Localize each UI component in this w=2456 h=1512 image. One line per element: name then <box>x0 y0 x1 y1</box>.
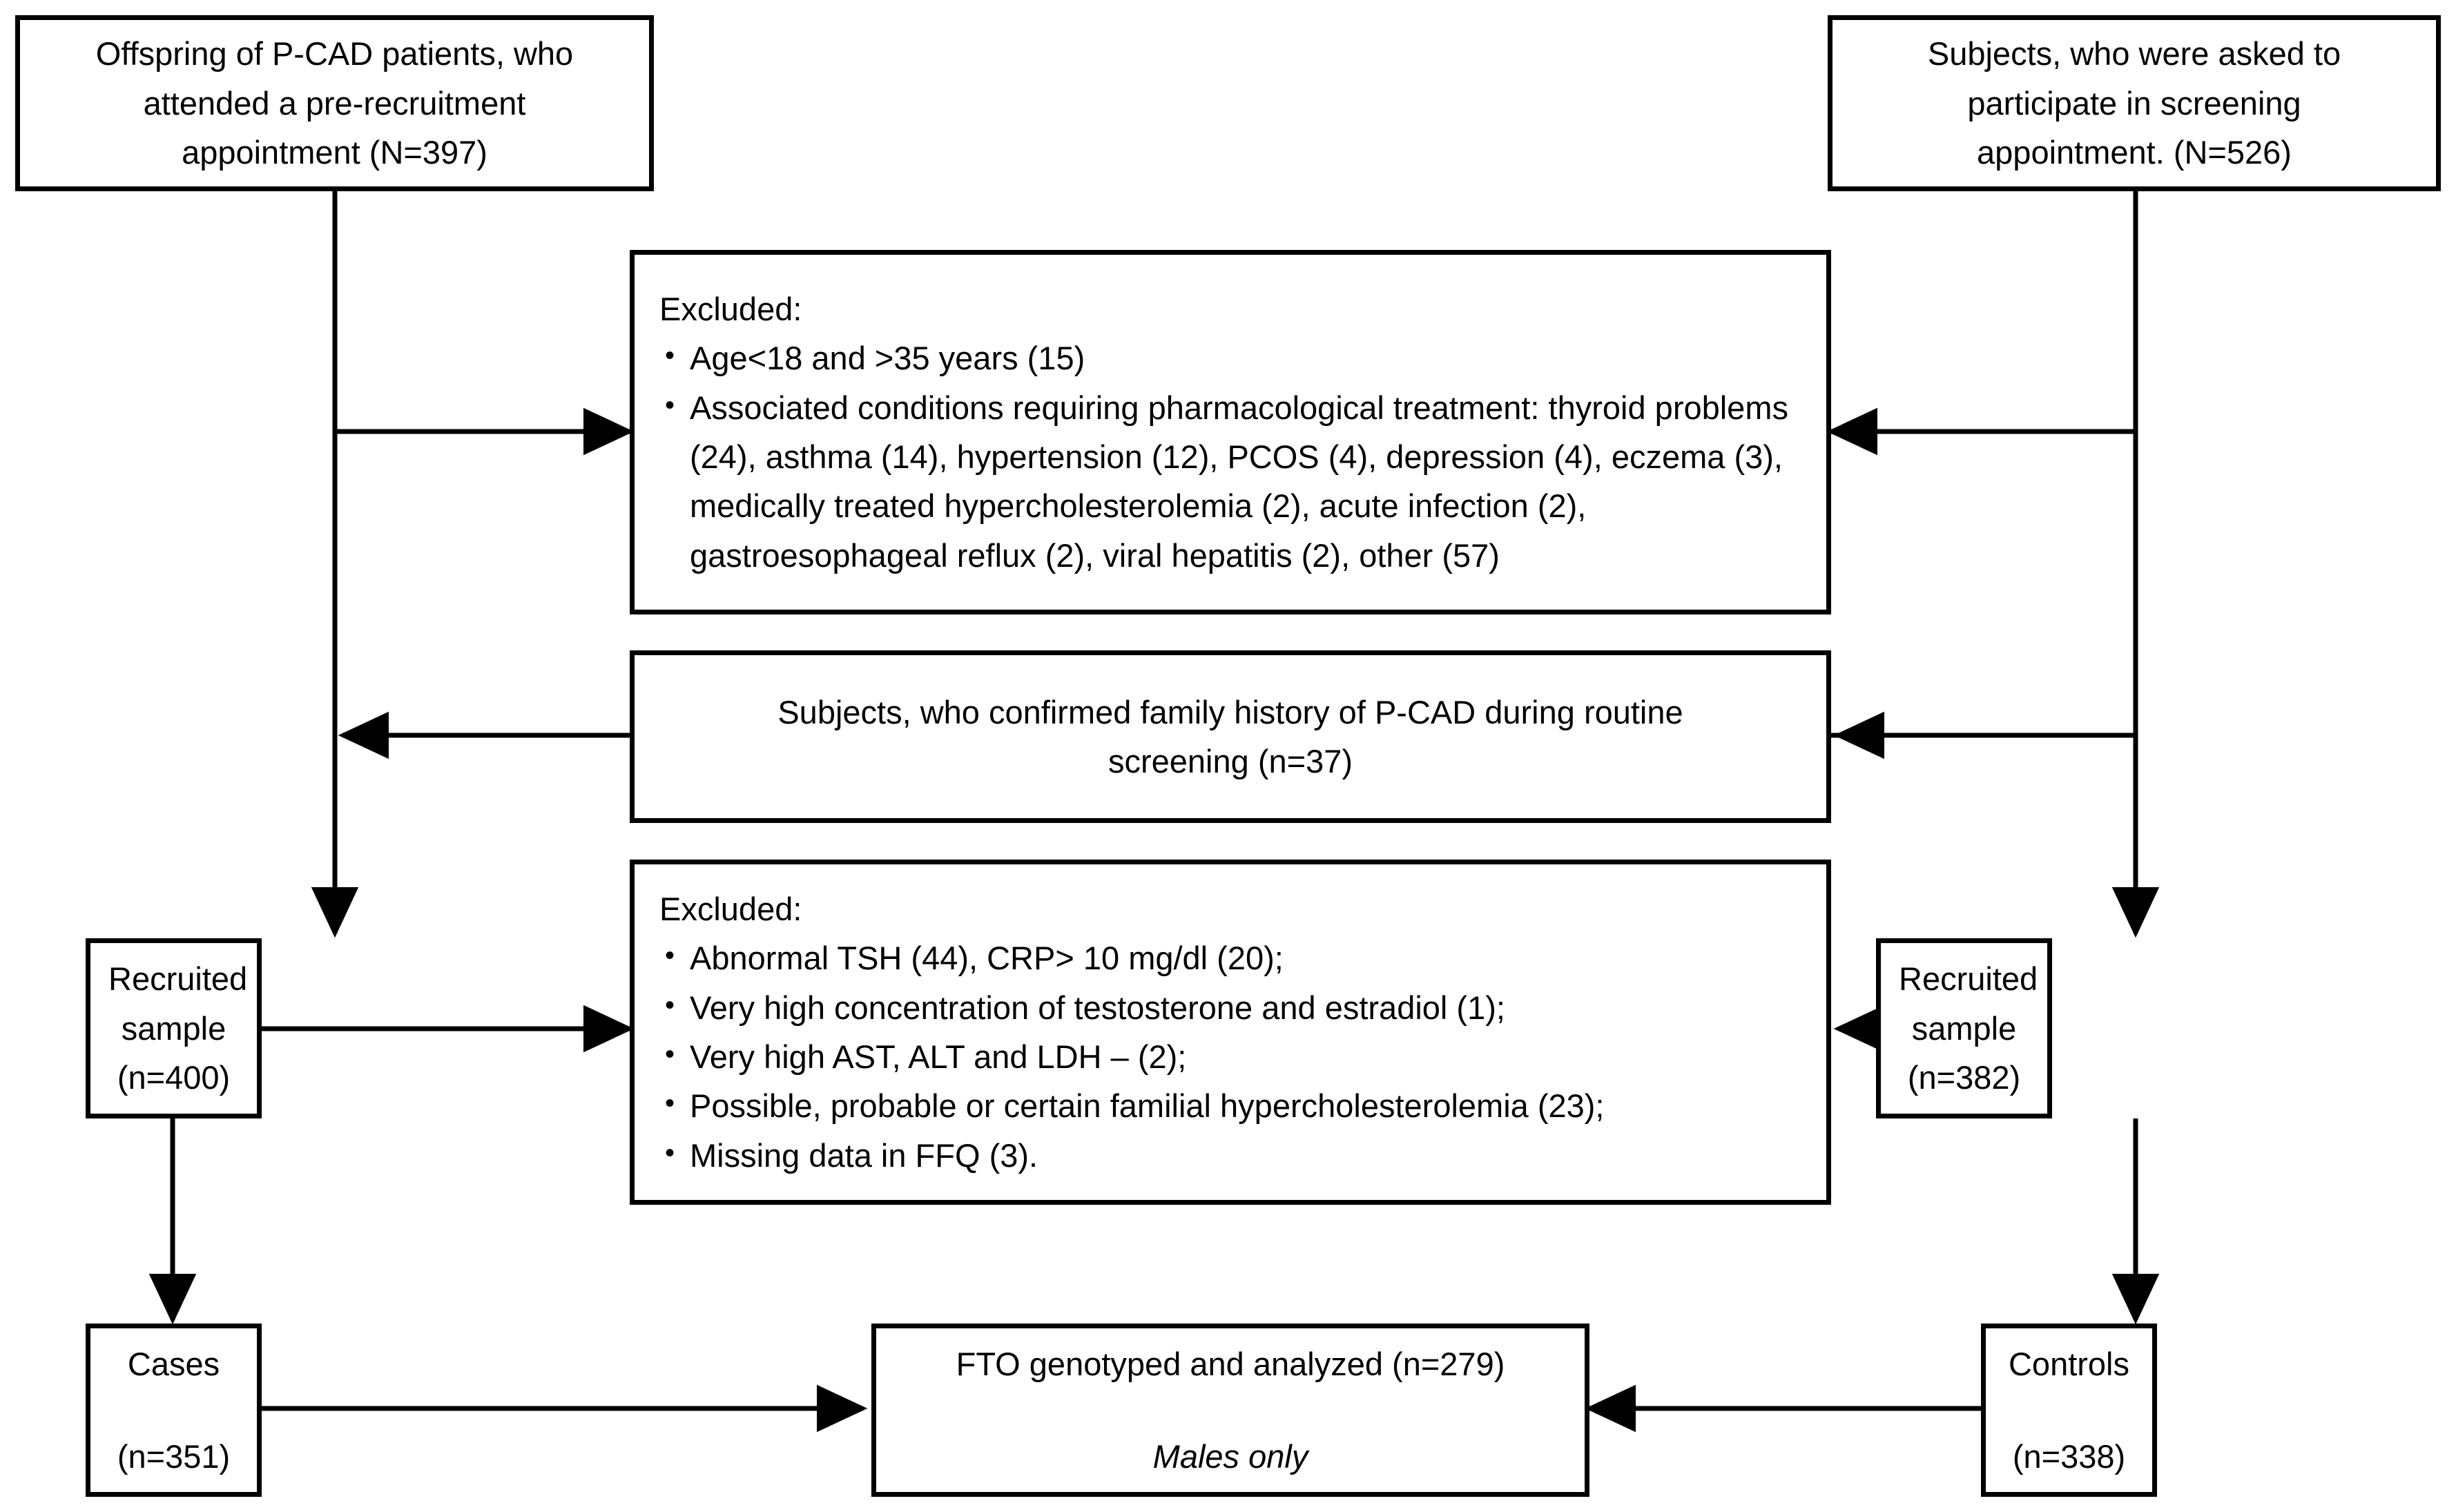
recruited-right-line-2: (n=382) <box>1907 1059 2021 1096</box>
source-cases-line-2: attended a pre-recruitment <box>143 84 526 122</box>
node-recruited-sample-controls[interactable]: Recruited sample (n=382) <box>1876 938 2052 1118</box>
node-genotyped[interactable]: FTO genotyped and analyzed (n=279) Males… <box>871 1324 1589 1497</box>
source-controls-line-1: Subjects, who were asked to <box>1927 35 2341 72</box>
recruited-right-line-1: Recruited sample <box>1899 960 2038 1047</box>
controls-line-1: Controls <box>2008 1346 2129 1383</box>
node-excluded-top[interactable]: Excluded: Age<18 and >35 years (15) Asso… <box>630 250 1831 614</box>
source-controls-line-2: participate in screening <box>1967 84 2301 122</box>
excluded-bottom-list: Abnormal TSH (44), CRP> 10 mg/dl (20); V… <box>659 933 1807 1180</box>
excluded-top-heading: Excluded: <box>659 290 802 327</box>
source-controls-line-3: appointment. (N=526) <box>1977 134 2292 171</box>
list-item: Abnormal TSH (44), CRP> 10 mg/dl (20); <box>659 933 1807 982</box>
recruited-left-line-2: (n=400) <box>117 1059 231 1096</box>
genotyped-line-2: Males only <box>1152 1437 1308 1475</box>
list-item: Possible, probable or certain familial h… <box>659 1081 1807 1130</box>
list-item: Very high concentration of testosterone … <box>659 983 1807 1032</box>
cases-line-2: (n=351) <box>117 1437 231 1475</box>
excluded-top-list: Age<18 and >35 years (15) Associated con… <box>659 333 1807 580</box>
confirmed-family-history-line-1: Subjects, who confirmed family history o… <box>777 693 1683 730</box>
list-item: Missing data in FFQ (3). <box>659 1131 1807 1180</box>
genotyped-line-1: FTO genotyped and analyzed (n=279) <box>956 1346 1505 1383</box>
node-controls[interactable]: Controls (n=338) <box>1981 1324 2157 1497</box>
confirmed-family-history-line-2: screening (n=37) <box>1108 743 1353 779</box>
excluded-bottom-heading: Excluded: <box>659 890 802 927</box>
node-confirmed-family-history[interactable]: Subjects, who confirmed family history o… <box>630 650 1831 823</box>
list-item: Very high AST, ALT and LDH – (2); <box>659 1032 1807 1081</box>
node-source-controls[interactable]: Subjects, who were asked to participate … <box>1828 15 2441 191</box>
list-item: Associated conditions requiring pharmaco… <box>659 383 1807 581</box>
node-excluded-bottom[interactable]: Excluded: Abnormal TSH (44), CRP> 10 mg/… <box>630 860 1831 1205</box>
recruited-left-line-1: Recruited sample <box>108 960 248 1047</box>
source-cases-line-3: appointment (N=397) <box>182 134 487 171</box>
cases-line-1: Cases <box>127 1346 220 1383</box>
source-cases-line-1: Offspring of P-CAD patients, who <box>95 35 574 72</box>
node-cases[interactable]: Cases (n=351) <box>86 1324 262 1497</box>
node-recruited-sample-cases[interactable]: Recruited sample (n=400) <box>86 938 262 1118</box>
list-item: Age<18 and >35 years (15) <box>659 333 1807 382</box>
node-source-cases[interactable]: Offspring of P-CAD patients, who attende… <box>15 15 654 191</box>
controls-line-2: (n=338) <box>2012 1437 2126 1475</box>
